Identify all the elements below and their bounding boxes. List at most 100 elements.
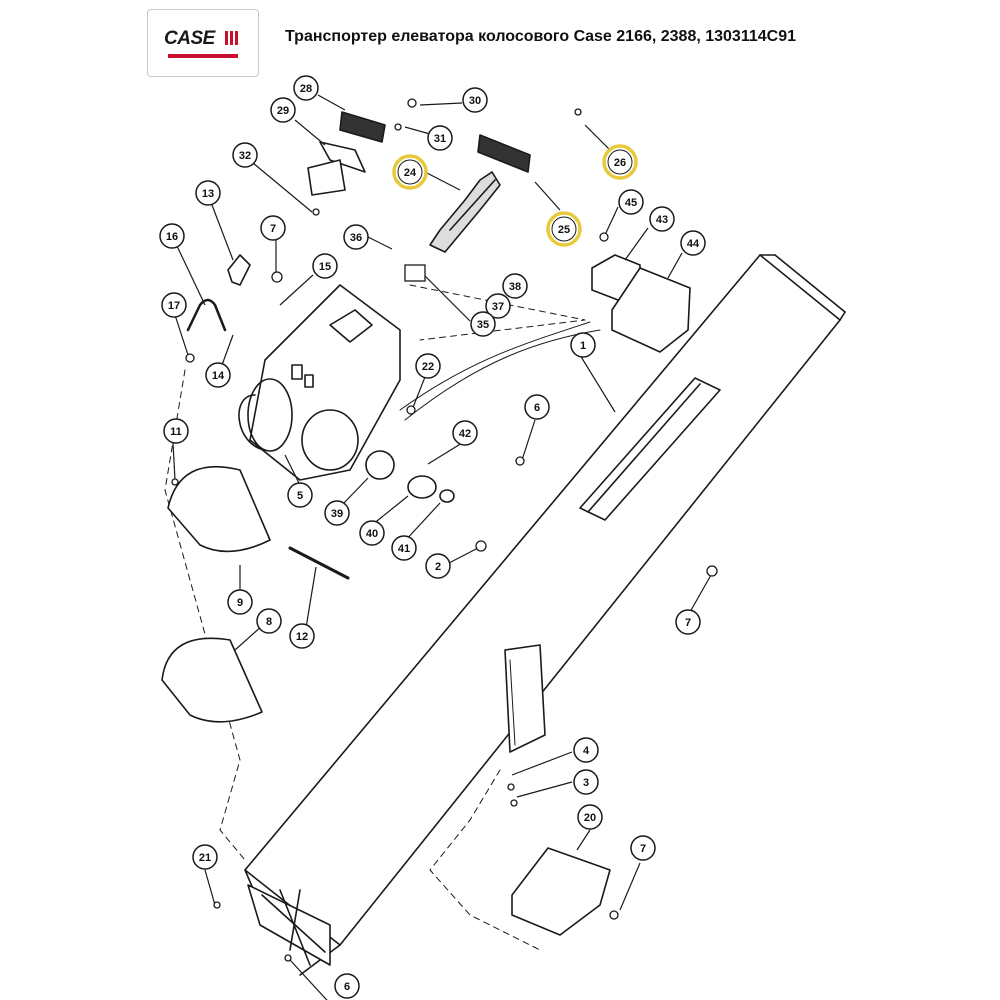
ih-logo-icon	[225, 31, 238, 45]
callout-8-bubble: 8	[256, 608, 282, 634]
callout-26-bubble: 26	[602, 144, 638, 180]
callout-7a-circle	[260, 215, 286, 241]
callout-7c-bubble: 7	[630, 835, 656, 861]
callout-35-label: 35	[477, 319, 489, 331]
callout-12-circle	[289, 623, 315, 649]
callout-7a-label: 7	[270, 223, 276, 235]
callout-20-circle	[577, 804, 603, 830]
callout-25-circle	[551, 216, 577, 242]
callout-7b-label: 7	[685, 617, 691, 629]
callout-32-bubble: 32	[232, 142, 258, 168]
callout-22-bubble: 22	[415, 353, 441, 379]
callout-11-bubble: 11	[163, 418, 189, 444]
callout-28-circle	[293, 75, 319, 101]
callout-37-label: 37	[492, 301, 504, 313]
callout-35-circle	[470, 311, 496, 337]
callout-22-label: 22	[422, 361, 434, 373]
callout-6a-circle	[524, 394, 550, 420]
callout-8-label: 8	[266, 616, 272, 628]
callout-45-label: 45	[625, 197, 637, 209]
callout-22-circle	[415, 353, 441, 379]
callout-29-circle	[270, 97, 296, 123]
logo-wordmark: CASE	[164, 28, 215, 49]
callout-32-circle	[232, 142, 258, 168]
callout-31-bubble: 31	[427, 125, 453, 151]
callout-41-bubble: 41	[391, 535, 417, 561]
callout-29-bubble: 29	[270, 97, 296, 123]
callout-6a-bubble: 6	[524, 394, 550, 420]
callout-38-label: 38	[509, 281, 521, 293]
callout-36-bubble: 36	[343, 224, 369, 250]
callout-45-circle	[618, 189, 644, 215]
callout-14-bubble: 14	[205, 362, 231, 388]
callout-5-circle	[287, 482, 313, 508]
callout-4-label: 4	[583, 745, 590, 757]
callout-28-bubble: 28	[293, 75, 319, 101]
callout-7b-circle	[675, 609, 701, 635]
callout-43-bubble: 43	[649, 206, 675, 232]
callout-6b-bubble: 6	[334, 973, 360, 999]
callout-43-circle	[649, 206, 675, 232]
callout-25-label: 25	[558, 224, 570, 236]
callout-14-circle	[205, 362, 231, 388]
callout-39-bubble: 39	[324, 500, 350, 526]
callout-37-bubble: 37	[485, 293, 511, 319]
callout-15-bubble: 15	[312, 253, 338, 279]
callout-7c-label: 7	[640, 843, 646, 855]
callout-44-label: 44	[687, 238, 700, 250]
callout-6a-label: 6	[534, 402, 540, 414]
case-ih-logo: CASE	[147, 9, 259, 77]
callout-17-label: 17	[168, 300, 180, 312]
callout-20-bubble: 20	[577, 804, 603, 830]
callout-42-label: 42	[459, 428, 471, 440]
callout-6b-circle	[334, 973, 360, 999]
callout-7b-bubble: 7	[675, 609, 701, 635]
callout-26-highlight-ring	[602, 144, 638, 180]
callout-7c-circle	[630, 835, 656, 861]
callout-13-bubble: 13	[195, 180, 221, 206]
callout-17-bubble: 17	[161, 292, 187, 318]
callout-36-label: 36	[350, 232, 362, 244]
callout-4-circle	[573, 737, 599, 763]
callout-3-circle	[573, 769, 599, 795]
callout-32-label: 32	[239, 150, 251, 162]
callout-12-bubble: 12	[289, 623, 315, 649]
callout-24-bubble: 24	[392, 154, 428, 190]
callout-35-bubble: 35	[470, 311, 496, 337]
callout-30-circle	[462, 87, 488, 113]
callout-43-label: 43	[656, 214, 668, 226]
callout-2-label: 2	[435, 561, 441, 573]
callout-39-circle	[324, 500, 350, 526]
callout-31-circle	[427, 125, 453, 151]
callout-14-label: 14	[212, 370, 225, 382]
callout-31-label: 31	[434, 133, 446, 145]
callout-9-label: 9	[237, 597, 243, 609]
callout-5-label: 5	[297, 490, 303, 502]
callout-29-label: 29	[277, 105, 289, 117]
callout-30-label: 30	[469, 95, 481, 107]
callout-38-circle	[502, 273, 528, 299]
callout-16-circle	[159, 223, 185, 249]
callout-6b-label: 6	[344, 981, 350, 993]
callout-8-circle	[256, 608, 282, 634]
callout-45-bubble: 45	[618, 189, 644, 215]
callout-4-bubble: 4	[573, 737, 599, 763]
callout-40-circle	[359, 520, 385, 546]
callout-40-bubble: 40	[359, 520, 385, 546]
callout-25-highlight-ring	[546, 211, 582, 247]
callout-26-circle	[607, 149, 633, 175]
callout-11-circle	[163, 418, 189, 444]
callout-24-highlight-ring	[392, 154, 428, 190]
callout-25-bubble: 25	[546, 211, 582, 247]
page-title: Транспортер елеватора колосового Case 21…	[285, 28, 796, 45]
callout-24-label: 24	[404, 167, 417, 179]
callout-20-label: 20	[584, 812, 596, 824]
callout-36-circle	[343, 224, 369, 250]
callout-21-bubble: 21	[192, 844, 218, 870]
callout-38-bubble: 38	[502, 273, 528, 299]
callout-17-circle	[161, 292, 187, 318]
callout-13-label: 13	[202, 188, 214, 200]
callout-2-circle	[425, 553, 451, 579]
